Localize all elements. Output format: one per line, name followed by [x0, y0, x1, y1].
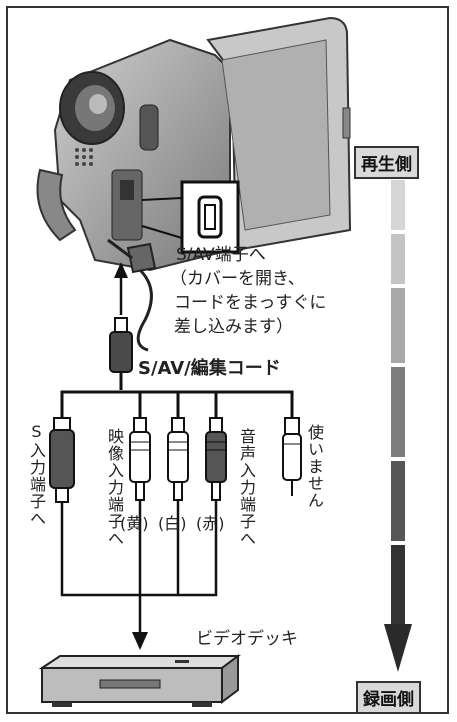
audio-plug-red	[205, 417, 227, 501]
video-input-label: 映像入力端子へ	[105, 428, 124, 547]
vcr-link-lines	[60, 502, 140, 597]
vcr-label: ビデオデッキ	[196, 629, 298, 649]
s-input-label: S入力端子へ	[27, 422, 46, 527]
note-line-2: コードをまっすぐに	[174, 293, 327, 313]
down-arrow-to-vcr	[132, 632, 148, 650]
recording-side-label: 録画側	[356, 681, 421, 714]
cable-name-label: S/AV/編集コード	[138, 358, 281, 379]
connect-up-arrow	[114, 262, 128, 315]
yellow-label: (黄)	[120, 514, 149, 533]
camcorder-illustration	[36, 16, 352, 272]
audio-plug-white	[167, 417, 189, 501]
diagram-frame	[6, 6, 449, 714]
vcr-illustration	[38, 654, 241, 707]
white-label: (白)	[158, 514, 187, 533]
sav-terminal-label: S/AV端子へ	[176, 245, 266, 265]
connector-callout	[141, 180, 240, 254]
not-used-label: 使いません	[305, 424, 324, 509]
note-line-3: 差し込みます）	[174, 317, 293, 337]
audio-input-label: 音声入力端子へ	[237, 428, 256, 547]
unused-mini-plug	[282, 417, 302, 496]
signal-direction-arrow	[384, 180, 412, 672]
note-line-1: （カバーを開き、	[170, 269, 305, 289]
sav-cable-plug	[109, 317, 133, 390]
s-video-plug	[49, 417, 75, 503]
sav-plug	[107, 238, 157, 352]
playback-side-label: 再生側	[354, 146, 419, 179]
video-plug-yellow	[129, 417, 151, 501]
red-label: (赤)	[196, 514, 225, 533]
